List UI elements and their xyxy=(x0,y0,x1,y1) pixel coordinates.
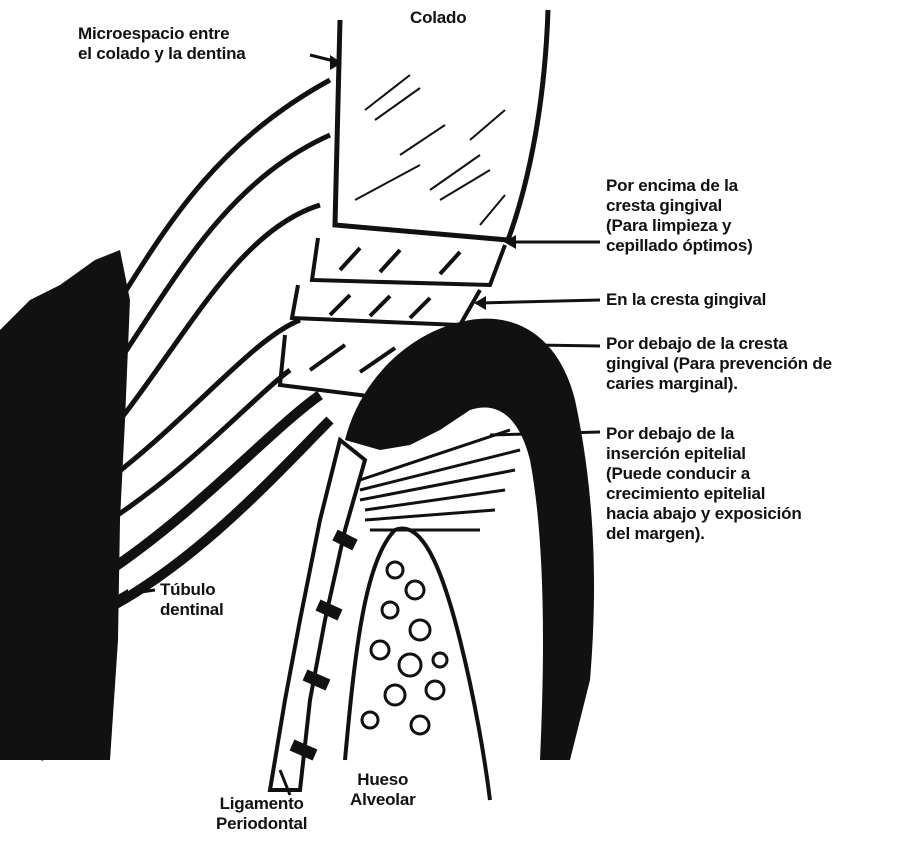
cast-hatching xyxy=(355,75,505,225)
label-below-crest-line1: Por debajo de la cresta xyxy=(606,334,832,354)
label-microgap-line1: Microespacio entre xyxy=(78,24,246,44)
label-above-crest-line4: cepillado óptimos) xyxy=(606,236,753,256)
cast-crown-outline xyxy=(335,10,548,240)
label-above-crest: Por encima de la cresta gingival (Para l… xyxy=(606,176,753,256)
label-pulp-text: Pulpa xyxy=(14,742,59,762)
label-above-crest-line1: Por encima de la xyxy=(606,176,753,196)
label-cast-text: Colado xyxy=(410,8,466,28)
label-below-attachment-line2: inserción epitelial xyxy=(606,444,802,464)
label-microgap-line2: el colado y la dentina xyxy=(78,44,246,64)
label-cast: Colado xyxy=(410,8,466,28)
label-tubule-line1: Túbulo xyxy=(160,580,224,600)
label-below-crest-line2: gingival (Para prevención de xyxy=(606,354,832,374)
pulp-shape xyxy=(0,250,130,760)
label-below-attachment-line5: hacia abajo y exposición xyxy=(606,504,802,524)
label-tubule-line2: dentinal xyxy=(160,600,224,620)
label-pulp: Pulpa xyxy=(14,742,59,762)
label-below-attachment-line3: (Puede conducir a xyxy=(606,464,802,484)
label-bone: Hueso Alveolar xyxy=(350,770,416,810)
label-below-attachment-line4: crecimiento epitelial xyxy=(606,484,802,504)
label-below-attachment: Por debajo de la inserción epitelial (Pu… xyxy=(606,424,802,544)
label-below-crest: Por debajo de la cresta gingival (Para p… xyxy=(606,334,832,394)
label-below-attachment-line1: Por debajo de la xyxy=(606,424,802,444)
label-bone-line2: Alveolar xyxy=(350,790,416,810)
alveolar-bone-shape xyxy=(345,528,490,800)
label-above-crest-line2: cresta gingival xyxy=(606,196,753,216)
label-ligament-line2: Periodontal xyxy=(216,814,307,834)
label-below-crest-line3: caries marginal). xyxy=(606,374,832,394)
label-above-crest-line3: (Para limpieza y xyxy=(606,216,753,236)
label-microgap: Microespacio entre el colado y la dentin… xyxy=(78,24,246,64)
label-ligament: Ligamento Periodontal xyxy=(216,794,307,834)
label-bone-line1: Hueso xyxy=(350,770,416,790)
label-tubule: Túbulo dentinal xyxy=(160,580,224,620)
label-at-crest: En la cresta gingival xyxy=(606,290,766,310)
dentinal-tubules-dark xyxy=(95,395,330,610)
label-below-attachment-line6: del margen). xyxy=(606,524,802,544)
label-at-crest-text: En la cresta gingival xyxy=(606,290,766,310)
label-ligament-line1: Ligamento xyxy=(216,794,307,814)
